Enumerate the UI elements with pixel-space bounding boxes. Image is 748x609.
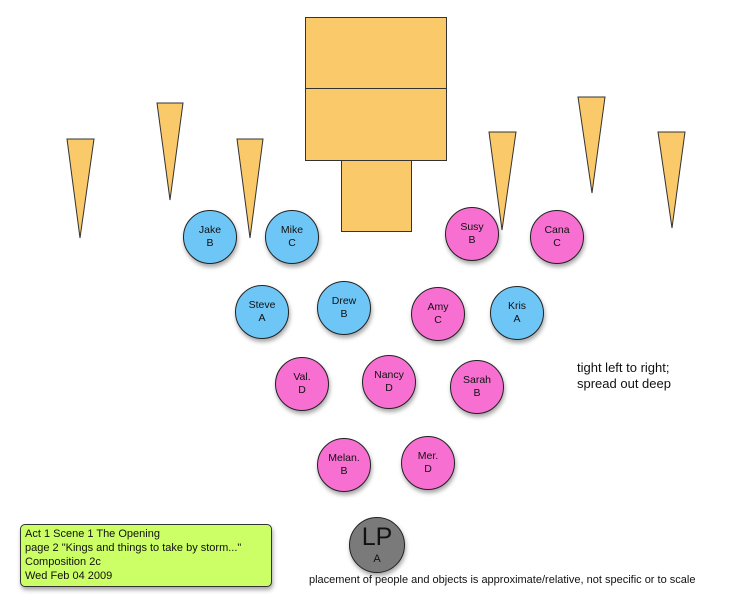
info-line: Act 1 Scene 1 The Opening (25, 528, 160, 540)
cone-3 (236, 138, 264, 239)
cone-6 (657, 131, 686, 229)
performer-group: D (424, 463, 432, 475)
note-line: spread out deep (577, 376, 671, 391)
performer-group: B (468, 234, 476, 246)
performer-name: Sarah (462, 374, 492, 386)
performer-group: A (513, 313, 521, 325)
performer-name: Nancy (374, 369, 404, 381)
cone-4 (488, 131, 517, 231)
performer-name: Amy (427, 301, 449, 313)
lead-group: A (373, 553, 381, 565)
performer-group: C (434, 314, 442, 326)
performer-melan: Melan.B (317, 438, 371, 492)
performer-group: B (206, 237, 214, 249)
cone-5 (577, 96, 606, 194)
lead-label: LP (361, 523, 393, 551)
scene-info-box: Act 1 Scene 1 The Opening page 2 "Kings … (20, 524, 272, 587)
info-line: page 2 "Kings and things to take by stor… (25, 542, 242, 554)
stage-platform-upper (305, 17, 447, 89)
cone-2 (156, 102, 184, 201)
staging-note: tight left to right; spread out deep (577, 360, 671, 392)
performer-name: Cana (544, 224, 570, 236)
performer-group: C (288, 237, 296, 249)
performer-group: D (298, 384, 306, 396)
cone-1 (66, 138, 95, 239)
performer-val: Val.D (275, 357, 329, 411)
performer-name: Drew (331, 295, 357, 307)
performer-name: Jake (198, 224, 222, 236)
performer-mer: Mer.D (401, 436, 455, 490)
performer-name: Mike (280, 224, 304, 236)
performer-group: B (340, 465, 348, 477)
performer-name: Kris (507, 300, 527, 312)
performer-name: Steve (248, 299, 276, 311)
performer-group: A (258, 312, 266, 324)
lead-position-marker: LP A (349, 517, 405, 573)
performer-group: B (473, 387, 481, 399)
performer-group: C (553, 237, 561, 249)
stage-platform-lower (305, 88, 447, 161)
performer-group: B (340, 308, 348, 320)
performer-group: D (385, 382, 393, 394)
performer-name: Val. (293, 371, 311, 383)
performer-name: Melan. (328, 452, 360, 464)
performer-name: Mer. (417, 450, 439, 462)
stage-step (341, 160, 412, 232)
note-line: tight left to right; (577, 360, 670, 375)
performer-name: Susy (460, 221, 484, 233)
info-line: Wed Feb 04 2009 (25, 570, 113, 582)
info-line: Composition 2c (25, 556, 101, 568)
footer-disclaimer: placement of people and objects is appro… (309, 574, 696, 586)
